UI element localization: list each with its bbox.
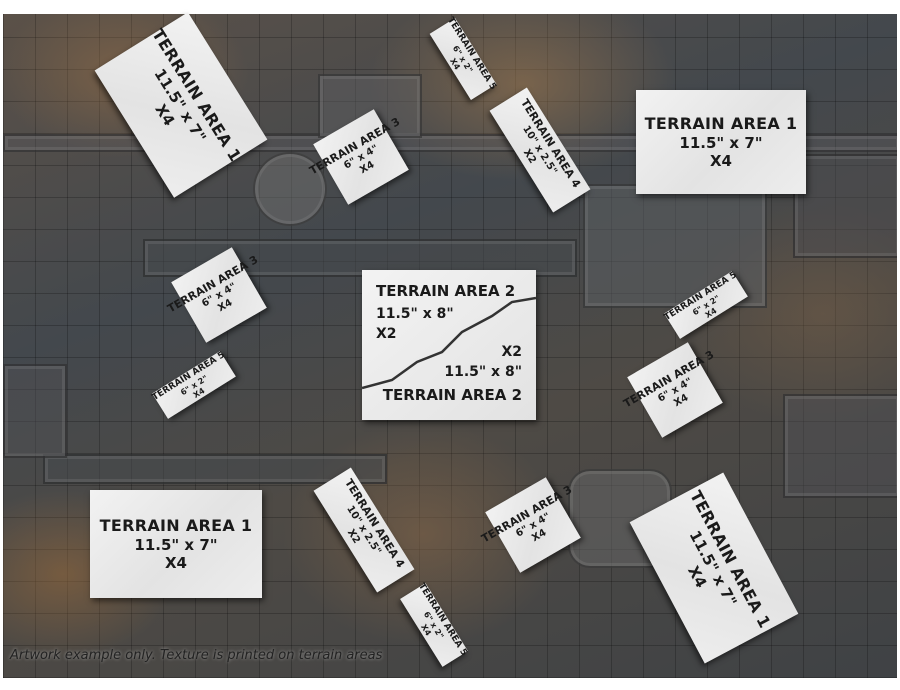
piece-name: TERRAIN AREA 1 [99,516,253,536]
piece-dimensions: 11.5" x 7" [134,535,218,554]
terrain-area-2-bottom-dim: 11.5" x 8" [444,364,522,380]
left-machinery [3,364,67,458]
piece-quantity: X4 [164,553,187,572]
round-vent [253,152,327,226]
piece-dimensions: 11.5" x 7" [679,133,763,152]
right-machinery [793,154,897,258]
terrain-area-2-shape [362,270,536,420]
terrain-area-2-bottom-qty: X2 [501,344,522,360]
terrain-area-2: TERRAIN AREA 2 11.5" x 8" X2 X2 11.5" x … [362,270,536,420]
terrain-area-1-piece: TERRAIN AREA 1 11.5" x 7" X4 [636,90,806,194]
terrain-area-2-top-name: TERRAIN AREA 2 [376,282,516,300]
artwork-disclaimer: Artwork example only. Texture is printed… [10,648,383,663]
piece-quantity: X4 [709,151,732,170]
terrain-area-2-top-qty: X2 [376,326,397,342]
terrain-area-2-top-dim: 11.5" x 8" [376,306,454,322]
lower-walkway [43,454,387,484]
right-lower-structure [783,394,897,498]
terrain-area-2-bottom-name: TERRAIN AREA 2 [382,386,522,404]
piece-name: TERRAIN AREA 1 [644,114,798,134]
terrain-area-1-piece: TERRAIN AREA 1 11.5" x 7" X4 [90,490,262,598]
